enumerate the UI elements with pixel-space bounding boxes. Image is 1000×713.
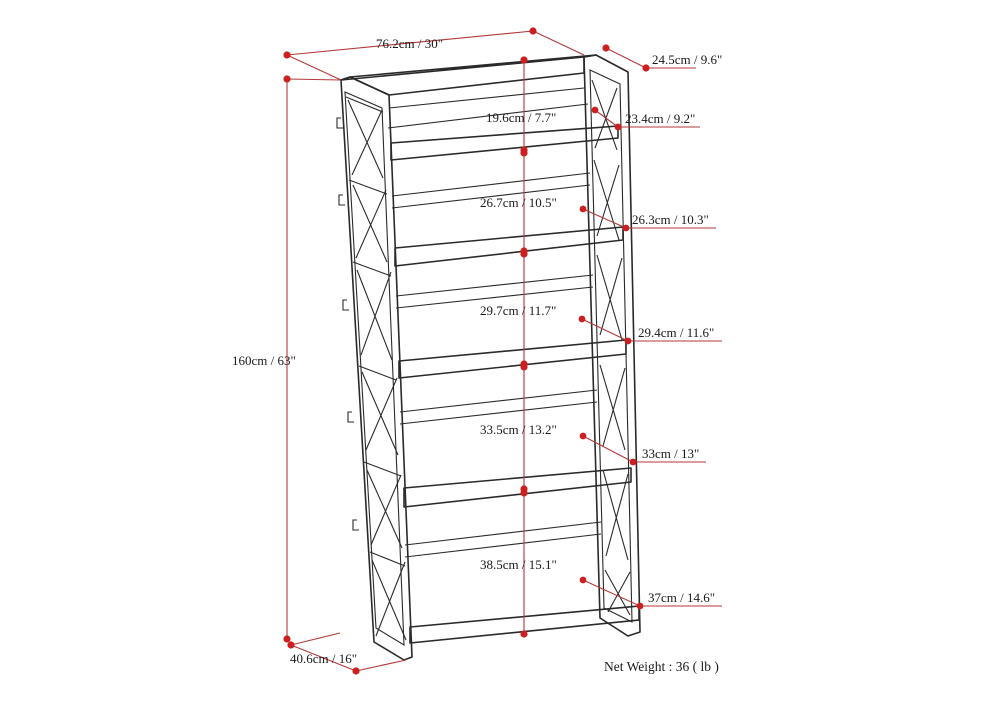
shelf-spacing-label: 26.7cm / 10.5" bbox=[480, 195, 557, 210]
shelf-1 bbox=[387, 103, 619, 161]
shelves bbox=[387, 103, 640, 644]
width-label: 76.2cm / 30" bbox=[376, 36, 443, 51]
shelf-depth-label: 29.4cm / 11.6" bbox=[638, 325, 714, 340]
left-side-frame bbox=[340, 76, 413, 661]
shelf-spacing-label: 29.7cm / 11.7" bbox=[480, 303, 556, 318]
wall-brackets bbox=[336, 117, 359, 531]
top-panel bbox=[340, 54, 597, 109]
dimension-labels: 76.2cm / 30" 24.5cm / 9.6" 160cm / 63" 4… bbox=[232, 36, 722, 674]
shelf-spacing-label: 38.5cm / 15.1" bbox=[480, 557, 557, 572]
shelf-depth-label: 37cm / 14.6" bbox=[648, 590, 715, 605]
shelf-5 bbox=[404, 521, 640, 644]
right-side-frame bbox=[583, 54, 641, 637]
shelf-2 bbox=[391, 172, 624, 267]
shelf-depth-label: 23.4cm / 9.2" bbox=[625, 111, 695, 126]
shelf-depth-label: 26.3cm / 10.3" bbox=[632, 212, 709, 227]
shelf-3 bbox=[395, 274, 627, 379]
shelf-spacing-label: 33.5cm / 13.2" bbox=[480, 422, 557, 437]
dimension-lines bbox=[283, 27, 722, 675]
depth-top-label: 24.5cm / 9.6" bbox=[652, 52, 722, 67]
height-label: 160cm / 63" bbox=[232, 353, 296, 368]
depth-bottom-label: 40.6cm / 16" bbox=[290, 651, 357, 666]
shelf-4 bbox=[399, 389, 632, 508]
shelf-depth-label: 33cm / 13" bbox=[642, 446, 699, 461]
shelf-spacing-label: 19.6cm / 7.7" bbox=[486, 110, 556, 125]
net-weight-label: Net Weight : 36 ( lb ) bbox=[604, 659, 719, 674]
bookshelf-drawing bbox=[336, 54, 641, 661]
